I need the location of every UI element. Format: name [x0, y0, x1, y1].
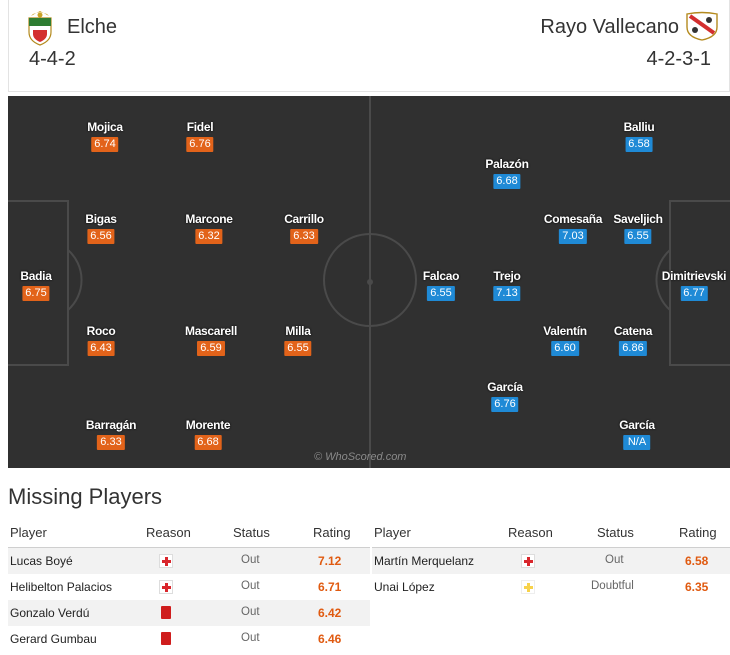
- table-row: Lucas Boyé Out 7.12: [8, 548, 370, 574]
- status-text: Out: [241, 580, 260, 592]
- player-link[interactable]: Gonzalo Verdú: [10, 606, 90, 620]
- away-formation: 4-2-3-1: [646, 48, 711, 70]
- away-missing-table: Player Reason Status Rating Martín Merqu…: [372, 518, 730, 600]
- injury-icon: [159, 554, 173, 568]
- rating-value: 6.46: [318, 632, 342, 646]
- player-link[interactable]: Unai López: [374, 580, 435, 594]
- status-text: Out: [241, 554, 260, 566]
- elche-crest-icon: [28, 11, 52, 46]
- rating-value: 7.12: [318, 554, 342, 568]
- doubtful-icon: [521, 580, 535, 594]
- player-link[interactable]: Gerard Gumbau: [10, 632, 97, 646]
- status-text: Doubtful: [591, 580, 634, 592]
- home-missing-table: Player Reason Status Rating Lucas Boyé O…: [8, 518, 370, 652]
- header-player[interactable]: Player: [10, 525, 47, 540]
- rayo-crest-icon: [686, 11, 718, 41]
- home-formation: 4-4-2: [29, 48, 76, 70]
- injury-icon: [521, 554, 535, 568]
- header-status[interactable]: Status: [597, 525, 634, 540]
- watermark: © WhoScored.com: [314, 451, 407, 463]
- table-header: Player Reason Status Rating: [8, 518, 370, 548]
- rating-value: 6.58: [685, 554, 709, 568]
- injury-icon: [159, 580, 173, 594]
- missing-players-title: Missing Players: [8, 484, 163, 509]
- header-reason[interactable]: Reason: [508, 525, 553, 540]
- red-card-icon: [161, 606, 171, 619]
- header-player[interactable]: Player: [374, 525, 411, 540]
- match-header: Elche 4-4-2 Rayo Vallecano 4-2-3-1: [8, 0, 730, 92]
- table-row: Gerard Gumbau Out 6.46: [8, 626, 370, 652]
- player-link[interactable]: Lucas Boyé: [10, 554, 73, 568]
- table-row: Helibelton Palacios Out 6.71: [8, 574, 370, 600]
- player-link[interactable]: Helibelton Palacios: [10, 580, 113, 594]
- table-header: Player Reason Status Rating: [372, 518, 730, 548]
- header-rating[interactable]: Rating: [313, 525, 351, 540]
- header-reason[interactable]: Reason: [146, 525, 191, 540]
- status-text: Out: [241, 606, 260, 618]
- table-row: Gonzalo Verdú Out 6.42: [8, 600, 370, 626]
- status-text: Out: [241, 632, 260, 644]
- home-team-name[interactable]: Elche: [67, 16, 118, 38]
- table-row: Martín Merquelanz Out 6.58: [372, 548, 730, 574]
- away-team-name[interactable]: Rayo Vallecano: [540, 16, 679, 38]
- header-rating[interactable]: Rating: [679, 525, 717, 540]
- player-link[interactable]: Martín Merquelanz: [374, 554, 475, 568]
- rating-value: 6.42: [318, 606, 342, 620]
- red-card-icon: [161, 632, 171, 645]
- pitch-lines: [8, 96, 730, 468]
- header-status[interactable]: Status: [233, 525, 270, 540]
- rating-value: 6.71: [318, 580, 342, 594]
- status-text: Out: [605, 554, 624, 566]
- rating-value: 6.35: [685, 580, 709, 594]
- table-row: Unai López Doubtful 6.35: [372, 574, 730, 600]
